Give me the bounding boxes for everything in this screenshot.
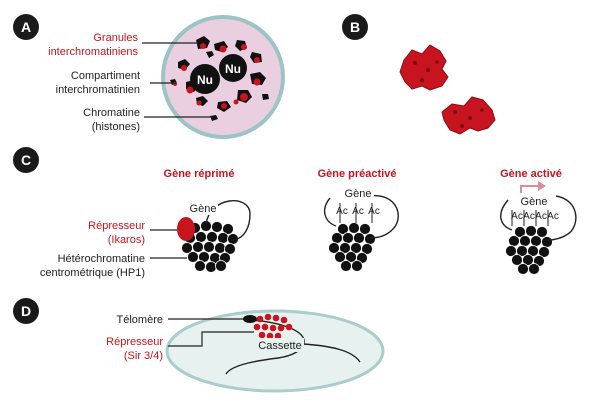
gene-box-repressed bbox=[188, 200, 218, 215]
panel-c-letter: C bbox=[21, 152, 31, 168]
acetyl-label-5: Ac bbox=[523, 211, 535, 222]
chromatin-label-line2: (histones) bbox=[92, 121, 140, 133]
gene-label-preactivated: Gène bbox=[345, 188, 372, 200]
nucleolus-right bbox=[219, 54, 247, 82]
sir-repressor-line2: (Sir 3/4) bbox=[124, 350, 163, 362]
gene-label-repressed: Gène bbox=[190, 203, 217, 215]
transcription-arrow bbox=[520, 185, 538, 196]
panel-b-letter: B bbox=[350, 19, 360, 35]
heterochromatin-line2: centrométrique (HP1) bbox=[40, 267, 145, 279]
dna-strand-preactivated bbox=[323, 195, 399, 239]
acetyl-label-7: Ac bbox=[547, 211, 559, 222]
granules-label-line1: Granules bbox=[93, 32, 138, 44]
repressed-gene-title: Gène réprimé bbox=[164, 168, 235, 180]
cassette-label: Cassette bbox=[258, 340, 301, 352]
telomere-label: Télomère bbox=[117, 314, 163, 326]
nucleolus-right-label: Nu bbox=[225, 62, 241, 76]
gene-box-active bbox=[518, 193, 550, 208]
chromatin-label-line1: Chromatine bbox=[83, 107, 140, 119]
dna-strand-active bbox=[500, 195, 577, 241]
chromatin-ball-preactivated bbox=[328, 222, 376, 272]
acetyl-label-4: Ac bbox=[511, 211, 523, 222]
preactivated-gene-title: Gène préactivé bbox=[318, 168, 397, 180]
fluorescent-speckles bbox=[413, 60, 484, 128]
panel-b: B bbox=[342, 14, 496, 135]
panel-a-leaders bbox=[142, 42, 212, 118]
panel-a-letter: A bbox=[21, 19, 31, 35]
repressor-ikaros-line1: Répresseur bbox=[88, 220, 145, 232]
panel-a: A bbox=[13, 14, 285, 139]
repressor-ikaros-line2: (Ikaros) bbox=[108, 234, 145, 246]
repressor-ikaros bbox=[177, 217, 195, 241]
transcription-arrowhead bbox=[538, 181, 546, 191]
sir-repressor-dots bbox=[253, 313, 293, 340]
acetyl-marks-preactivated bbox=[339, 203, 373, 223]
fluorescent-cluster-lower bbox=[441, 96, 496, 135]
nucleolus-left-label: Nu bbox=[197, 73, 213, 87]
acetyl-marks-active bbox=[511, 210, 549, 226]
panel-d: D Télomère Répresseur (Sir 3/4) Cassette bbox=[13, 298, 385, 393]
heterochromatin-line1: Hétérochromatine bbox=[58, 253, 145, 265]
acetyl-label-3: Ac bbox=[368, 206, 380, 217]
compartment-label-line1: Compartiment bbox=[71, 70, 140, 82]
active-gene-title: Gène activé bbox=[500, 168, 562, 180]
panel-c: C Gène réprimé Gène préactivé Gène activ… bbox=[13, 147, 577, 279]
granules-label-line2: interchromatiniens bbox=[48, 46, 138, 58]
panel-d-letter: D bbox=[21, 303, 31, 319]
panel-a-badge bbox=[13, 14, 39, 40]
acetyl-label-2: Ac bbox=[352, 206, 364, 217]
telomere-marker bbox=[243, 315, 257, 323]
panel-b-badge bbox=[342, 14, 368, 40]
fluorescent-cluster-upper bbox=[399, 44, 449, 91]
acetyl-label-1: Ac bbox=[336, 206, 348, 217]
cassette-box bbox=[256, 338, 304, 352]
chromatin-ball-active bbox=[505, 225, 553, 275]
gene-label-active: Gène bbox=[521, 196, 548, 208]
compartment-label-line2: interchromatinien bbox=[56, 84, 140, 96]
nucleolus-left bbox=[190, 64, 220, 94]
sir-repressor-leader bbox=[168, 331, 254, 347]
panel-d-badge bbox=[13, 298, 39, 324]
gene-box-preactivated bbox=[342, 185, 374, 200]
sir-repressor-line1: Répresseur bbox=[106, 336, 163, 348]
interchromatin-granules bbox=[173, 43, 261, 109]
panel-c-badge bbox=[13, 147, 39, 173]
acetyl-label-6: Ac bbox=[535, 211, 547, 222]
